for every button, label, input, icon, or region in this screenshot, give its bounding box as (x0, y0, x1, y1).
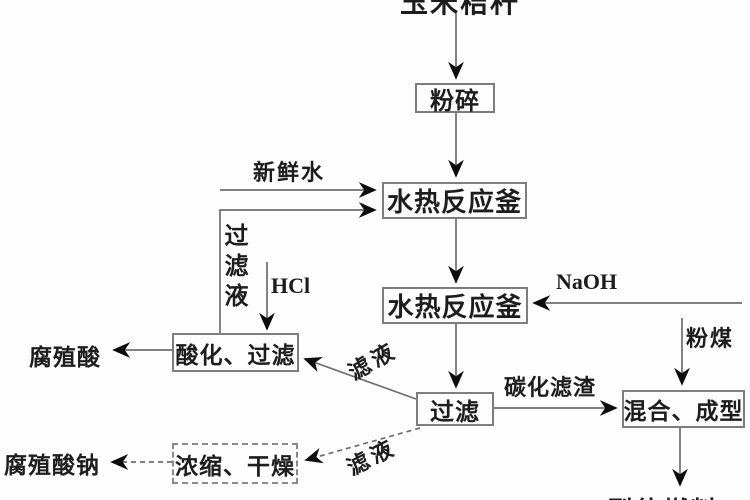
label-coal-powder: 粉煤 (686, 326, 735, 351)
arrow-filter-to-acidify (303, 357, 417, 400)
label-filtrate-recycle: 过滤液 (220, 223, 246, 313)
arrow-filtrate-recycle (219, 202, 377, 333)
node-reactor1: 水热反应釜 (382, 182, 527, 219)
label-humic-acid: 腐殖酸 (29, 345, 101, 370)
label-fresh-water: 新鲜水 (253, 160, 326, 185)
node-concentrate-dry: 浓缩、干燥 (172, 443, 298, 484)
label-sodium-humate: 腐殖酸钠 (4, 453, 100, 478)
node-crush: 粉碎 (415, 83, 495, 115)
arrow-filter-to-dry-dashed (304, 427, 421, 464)
label-fuel-bottom: 型体燃料 (607, 491, 719, 500)
node-filter: 过滤 (416, 392, 494, 426)
label-hcl: HCl (271, 273, 311, 298)
node-source-top: 玉米秸秆 (400, 0, 521, 19)
label-naoh: NaOH (556, 269, 618, 294)
label-carbonized-residue: 碳化滤渣 (504, 375, 597, 400)
node-reactor2: 水热反应釜 (382, 287, 528, 324)
node-mix-form: 混合、成型 (622, 390, 745, 428)
node-acidify-filter: 酸化、过滤 (172, 333, 299, 372)
